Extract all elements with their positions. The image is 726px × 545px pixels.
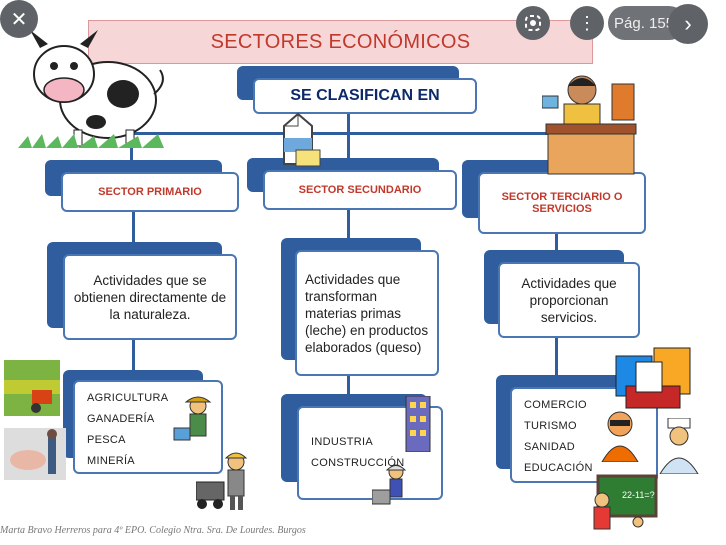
sector-secundario-label: SECTOR SECUNDARIO [298, 184, 422, 196]
sector-terciario-box: SECTOR TERCIARIO O SERVICIOS [478, 172, 646, 234]
connector [130, 132, 572, 135]
lens-button[interactable] [516, 6, 550, 40]
sector-primario-box: SECTOR PRIMARIO [61, 172, 239, 212]
page-title: SECTORES ECONÓMICOS [210, 30, 471, 53]
shopping-icon [615, 347, 691, 409]
sector-primario-label: SECTOR PRIMARIO [98, 186, 202, 198]
list-item: CONSTRUCCIÓN [311, 457, 405, 469]
next-button[interactable]: › [668, 4, 708, 44]
more-icon: ⋮ [578, 13, 596, 33]
sector-secundario-box: SECTOR SECUNDARIO [263, 170, 457, 210]
close-icon: ✕ [10, 8, 28, 31]
chevron-right-icon: › [684, 11, 692, 36]
sector-terciario-label: SECTOR TERCIARIO O SERVICIOS [501, 191, 623, 215]
list-item: GANADERÍA [87, 413, 155, 425]
desc-secundario: Actividades que transforman materias pri… [305, 271, 429, 355]
agriculture-photo [4, 360, 60, 416]
title-box: SECTORES ECONÓMICOS [88, 20, 593, 64]
list-item: INDUSTRIA [311, 436, 373, 448]
desc-secundario-box: Actividades que transforman materias pri… [295, 250, 439, 376]
teacher-icon: 22-11=? [593, 474, 658, 530]
more-button[interactable]: ⋮ [570, 6, 604, 40]
doctor-icon [659, 418, 699, 474]
farmer-icon [173, 396, 212, 441]
connector [132, 340, 135, 370]
connector [347, 376, 350, 394]
credit-text: Marta Bravo Herreros para 4º EPO. Colegi… [0, 525, 306, 536]
subtitle-box: SE CLASIFICAN EN [253, 78, 477, 114]
desc-primario: Actividades que se obtienen directamente… [73, 272, 227, 322]
desc-terciario-box: Actividades que proporcionan servicios. [498, 262, 640, 338]
list-item: EDUCACIÓN [524, 462, 593, 474]
desc-primario-box: Actividades que se obtienen directamente… [63, 254, 237, 340]
close-button[interactable]: ✕ [0, 0, 38, 38]
list-item: MINERÍA [87, 455, 135, 467]
livestock-photo [4, 428, 66, 480]
connector [347, 114, 350, 134]
miner-icon [196, 452, 248, 510]
svg-text:22-11=?: 22-11=? [622, 490, 655, 500]
list-item: TURISMO [524, 420, 577, 432]
list-item: AGRICULTURA [87, 392, 169, 404]
subtitle: SE CLASIFICAN EN [290, 87, 440, 104]
connector [555, 337, 558, 375]
list-item: PESCA [87, 434, 126, 446]
milk-carton-icon [283, 112, 321, 167]
lens-icon [525, 15, 541, 31]
page-label: Pág. 155 [614, 14, 675, 32]
building-icon [405, 396, 431, 452]
list-item: SANIDAD [524, 441, 575, 453]
desc-terciario: Actividades que proporcionan servicios. [521, 275, 617, 325]
shop-clerk-icon [542, 75, 637, 175]
connector [347, 132, 350, 160]
tourist-icon [601, 411, 639, 462]
connector [555, 233, 558, 251]
connector [347, 210, 350, 242]
worker-icon [372, 464, 407, 505]
list-item: COMERCIO [524, 399, 587, 411]
cow-icon [18, 30, 164, 148]
connector [132, 212, 135, 242]
